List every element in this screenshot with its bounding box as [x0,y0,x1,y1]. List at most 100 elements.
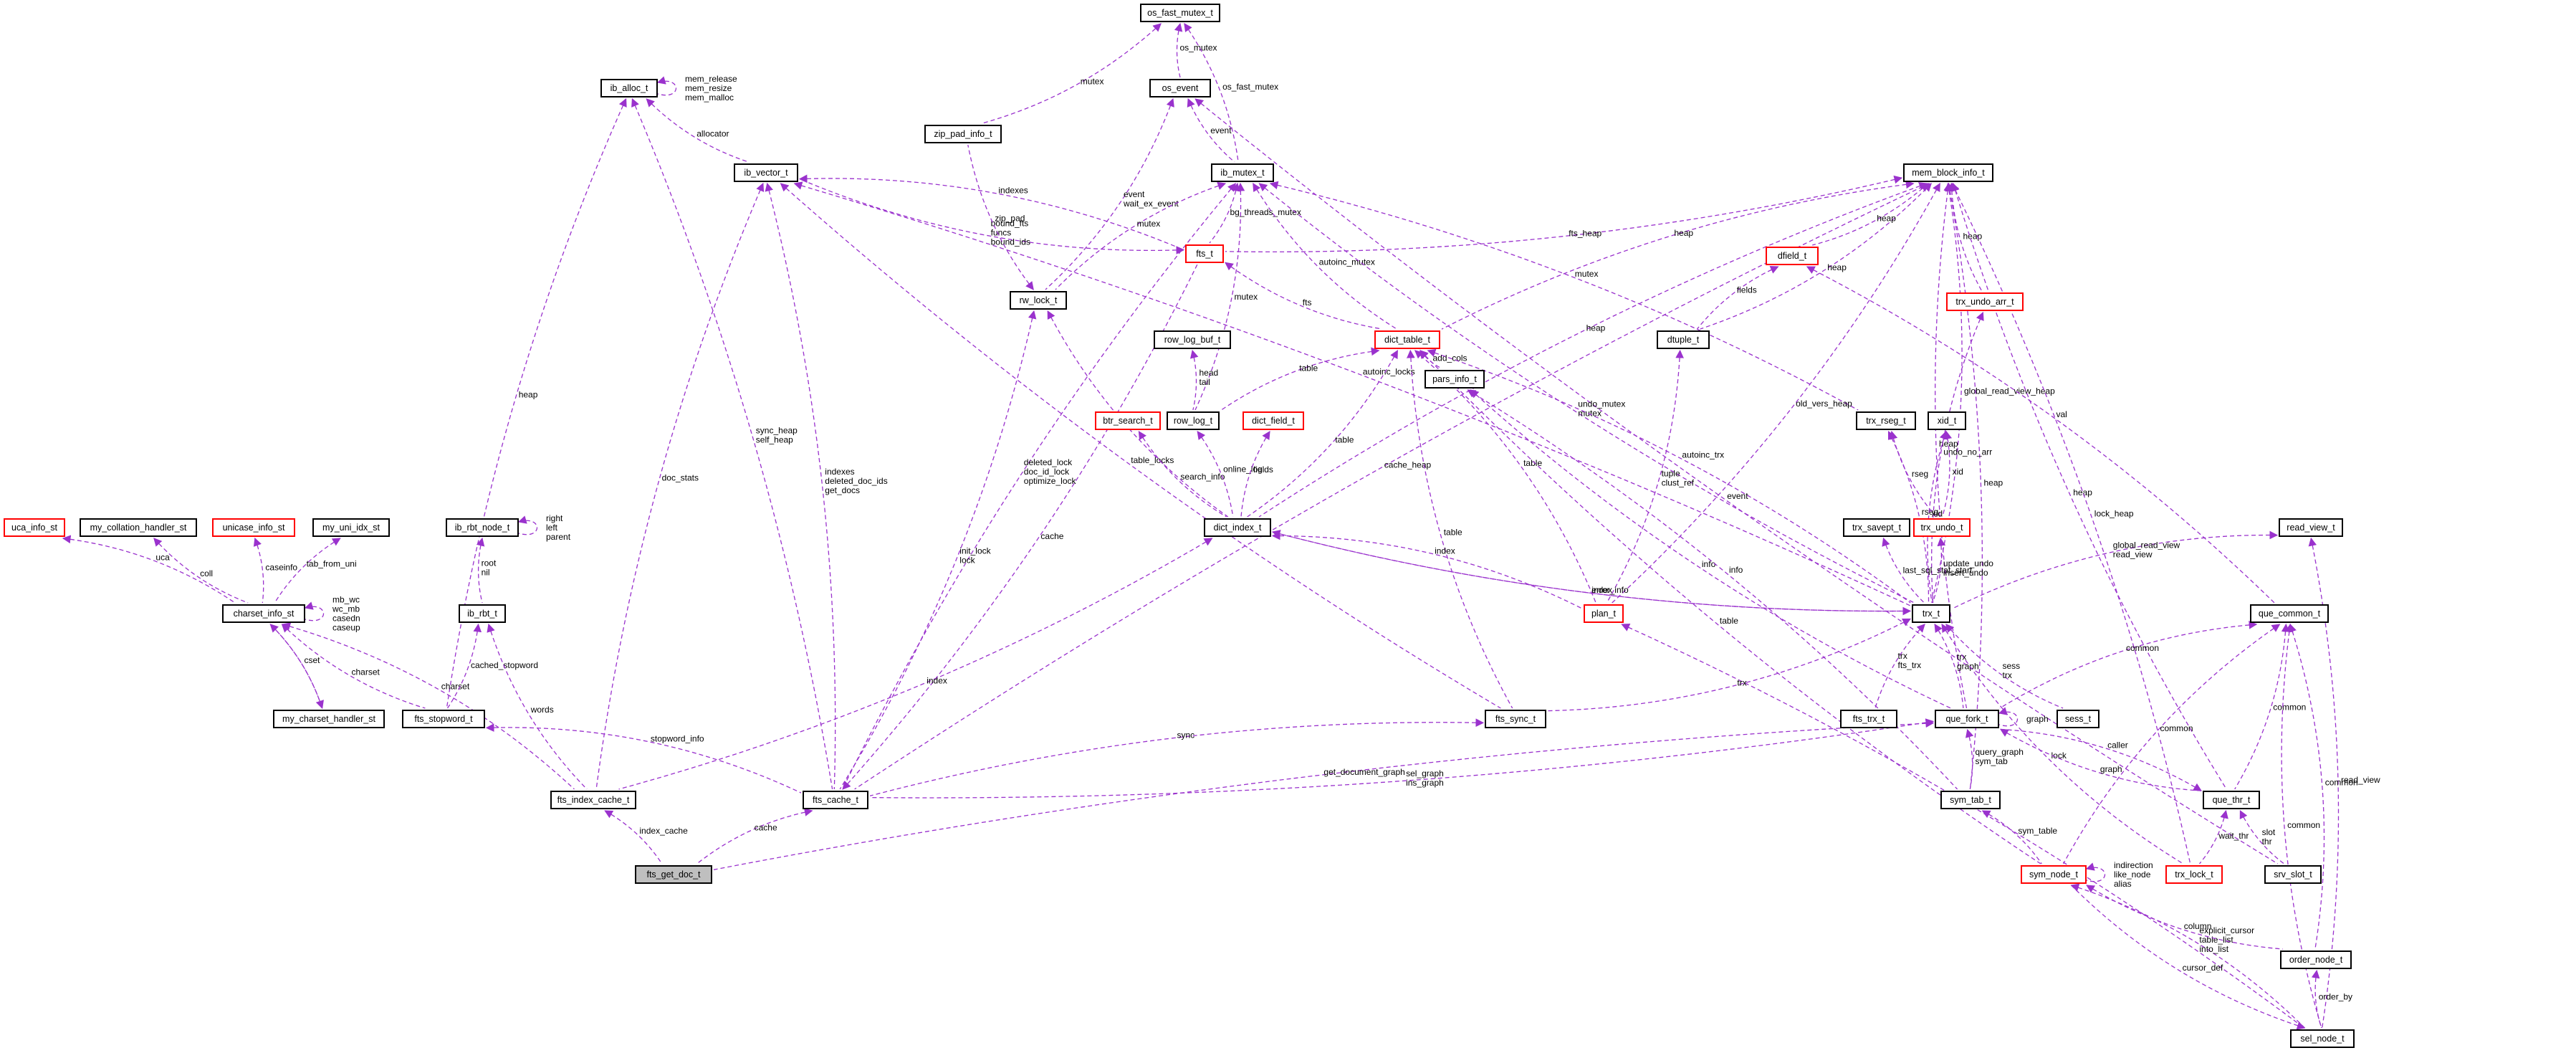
edge-label: heap [1963,232,1983,242]
edge-label: root [482,558,497,568]
node-fts-t[interactable]: fts_t [1185,244,1224,263]
node-sym-node-t[interactable]: sym_node_t [2021,865,2087,884]
node-ib-vector-t[interactable]: ib_vector_t [734,163,798,182]
edge-label: thr [2262,837,2272,847]
edge-label: heap [1984,477,2003,487]
edge-label: table [1720,616,1738,626]
edge-label: trx [1898,651,1907,661]
edge-label: search_info [1180,472,1225,482]
edge-label: xid [1953,467,1963,477]
edge-label: cset [305,655,321,665]
node-fts-index-cache-t[interactable]: fts_index_cache_t [550,791,636,809]
edge-label: error_info [1591,585,1629,595]
edge-mem_block_info_t-to-que_fork_t [1935,182,1968,709]
edge-label: heap [1586,323,1606,333]
edge-mem_block_info_t-to-trx_t [1930,182,1963,604]
edge-label: trx [1737,678,1746,688]
node-dtuple-t[interactable]: dtuple_t [1657,330,1710,349]
node-my-charset-handler-st[interactable]: my_charset_handler_st [273,710,385,728]
node-dfield-t[interactable]: dfield_t [1766,247,1819,265]
node-dict-field-t[interactable]: dict_field_t [1242,411,1304,430]
node-fts-cache-t[interactable]: fts_cache_t [803,791,868,809]
node-os-event[interactable]: os_event [1149,79,1211,97]
node-que-thr-t[interactable]: que_thr_t [2203,791,2260,809]
edge-label: optimize_lock [1024,476,1077,486]
edge-trx_savept_t-to-trx_t [1882,537,1925,604]
edge-label: event [1124,189,1145,199]
node-my-uni-idx-st[interactable]: my_uni_idx_st [312,518,390,537]
node-row-log-t[interactable]: row_log_t [1167,411,1220,430]
edge-label: charset [352,667,380,677]
node-btr-search-t[interactable]: btr_search_t [1095,411,1161,430]
node-fts-trx-t[interactable]: fts_trx_t [1840,710,1897,728]
edge-trx_t-to-que_fork_t [1934,624,1964,709]
node-que-common-t[interactable]: que_common_t [2250,604,2329,623]
edge-ib_vector_t-to-fts_cache_t [765,182,836,790]
edge-mem_block_info_t-to-dfield_t [1812,183,1929,246]
edge-label: mem_malloc [685,92,734,103]
edge-label: heap [2073,487,2092,497]
edge-label: fields [1737,285,1757,295]
node-os-fast-mutex-t[interactable]: os_fast_mutex_t [1140,4,1220,22]
node-sel-node-t[interactable]: sel_node_t [2290,1029,2355,1048]
edge-label: autoinc_trx [1682,449,1724,459]
node-trx-undo-t[interactable]: trx_undo_t [1913,518,1971,537]
node-rw-lock-t[interactable]: rw_lock_t [1010,291,1067,310]
node-sym-tab-t[interactable]: sym_tab_t [1940,791,2001,809]
node-trx-savept-t[interactable]: trx_savept_t [1843,518,1910,537]
edge-label: indexes [825,467,854,477]
node-ib-rbt-node-t[interactable]: ib_rbt_node_t [446,518,519,537]
edge-label: insert_undo [1943,568,1988,578]
edge-label: parent [546,532,571,542]
edge-label: query_graph [1976,747,2024,757]
edge-label: sync [1177,730,1195,740]
edge-label: self_heap [756,435,793,445]
node-srv-slot-t[interactable]: srv_slot_t [2264,865,2322,884]
node-read-view-t[interactable]: read_view_t [2279,518,2343,537]
edge-read_view_t-to-sel_node_t [2308,537,2340,1029]
node-dict-table-t[interactable]: dict_table_t [1374,330,1440,349]
node-trx-lock-t[interactable]: trx_lock_t [2165,865,2223,884]
node-row-log-buf-t[interactable]: row_log_buf_t [1154,330,1231,349]
edge-ib_mutex_t-to-dict_table_t [1253,182,1397,330]
node-pars-info-t[interactable]: pars_info_t [1425,370,1485,389]
node-xid-t[interactable]: xid_t [1928,411,1966,430]
node-trx-undo-arr-t[interactable]: trx_undo_arr_t [1946,292,2024,311]
edge-dict_table_t-to-sym_node_t [1419,350,2041,864]
edge-label: mutex [1235,292,1258,302]
node-my-collation-handler-st[interactable]: my_collation_handler_st [80,518,197,537]
edge-mem_block_info_t-to-trx_lock_t [1951,182,2191,864]
node-plan-t[interactable]: plan_t [1584,604,1624,623]
edge-label: tuple [1662,469,1680,479]
edge-sel_node_t-to-sym_node_t [2071,885,2306,1030]
edge-label: graph [2100,764,2122,774]
edge-que_common_t-to-sym_node_t [2063,624,2281,864]
node-uca-info-st[interactable]: uca_info_st [4,518,65,537]
edge-trx_t-to-fts_sync_t [1547,618,1912,712]
node-ib-mutex-t[interactable]: ib_mutex_t [1211,163,1274,182]
node-fts-stopword-t[interactable]: fts_stopword_t [402,710,485,728]
edge-label: undo_no_arr [1943,447,1992,457]
edge-os_fast_mutex_t-to-zip_pad_info_t [982,23,1162,124]
node-que-fork-t[interactable]: que_fork_t [1935,710,1999,728]
node-charset-info-st[interactable]: charset_info_st [222,604,305,623]
node-trx-rseg-t[interactable]: trx_rseg_t [1856,411,1916,430]
node-sess-t[interactable]: sess_t [2057,710,2099,728]
node-ib-rbt-t[interactable]: ib_rbt_t [459,604,506,623]
node-fts-get-doc-t[interactable]: fts_get_doc_t [635,865,712,884]
node-zip-pad-info-t[interactable]: zip_pad_info_t [924,125,1002,143]
edge-label: rseg [1912,469,1928,479]
node-mem-block-info-t[interactable]: mem_block_info_t [1903,163,1993,182]
edge-label: cache [755,822,777,832]
edge-sym_node_t-to-sel_node_t [2070,883,2305,1029]
edge-label: index [927,676,947,686]
node-ib-alloc-t[interactable]: ib_alloc_t [600,79,658,97]
node-unicase-info-st[interactable]: unicase_info_st [212,518,295,537]
node-trx-t[interactable]: trx_t [1912,604,1950,623]
node-dict-index-t[interactable]: dict_index_t [1204,518,1271,537]
node-fts-sync-t[interactable]: fts_sync_t [1485,710,1546,728]
node-order-node-t[interactable]: order_node_t [2280,950,2352,969]
edge-label: os_fast_mutex [1222,82,1278,92]
edge-fts_cache_t-to-fts_get_doc_t [696,808,813,864]
